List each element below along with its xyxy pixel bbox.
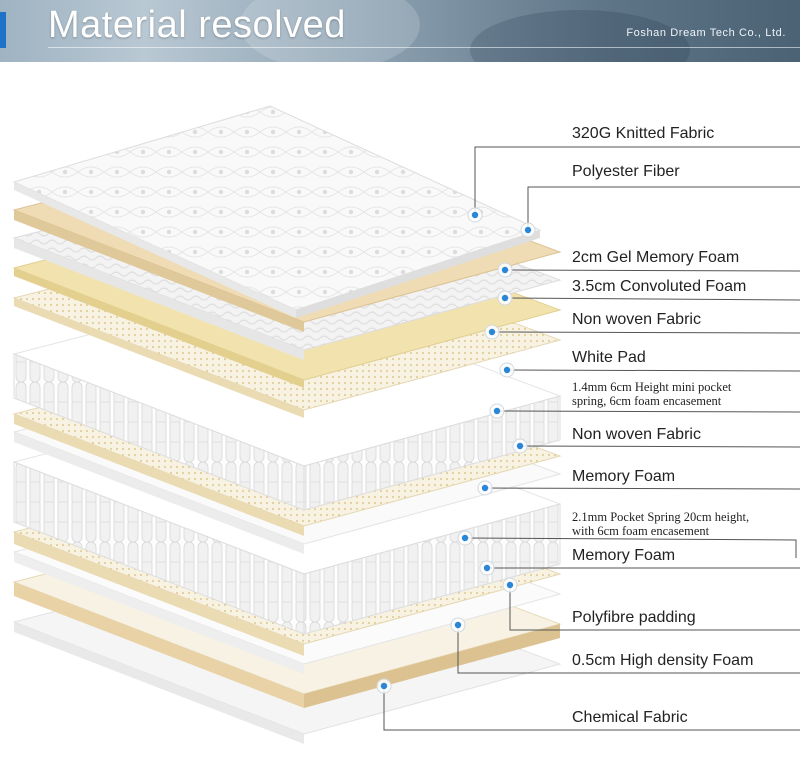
label-white-pad: White Pad <box>572 349 646 366</box>
label-memory-foam-bottom: Memory Foam <box>572 547 676 564</box>
company-name: Foshan Dream Tech Co., Ltd. <box>626 27 786 39</box>
leader-line <box>504 269 800 272</box>
marker-dot <box>501 294 509 302</box>
label-mini-pocket-spring: 1.4mm 6cm Height mini pocket spring, 6cm… <box>572 380 731 408</box>
layer-knitted-fabric <box>12 105 542 318</box>
leader-line <box>509 585 800 631</box>
leader-line <box>474 146 800 215</box>
marker-dot <box>524 226 532 234</box>
label-high-density-foam: 0.5cm High density Foam <box>572 652 754 669</box>
label-convoluted-foam: 3.5cm Convoluted Foam <box>572 278 747 295</box>
marker-dot <box>516 442 524 450</box>
label-non-woven-upper: Non woven Fabric <box>572 311 701 328</box>
label-mini-pocket-spring-line2: spring, 6cm foam encasement <box>572 394 722 408</box>
leader-line <box>491 331 800 334</box>
label-gel-memory-foam: 2cm Gel Memory Foam <box>572 249 740 266</box>
label-pocket-spring-main-line1: 2.1mm Pocket Spring 20cm height, <box>572 510 750 524</box>
leader-line <box>519 445 800 448</box>
marker-dot <box>488 328 496 336</box>
leader-lines <box>383 146 800 731</box>
label-pocket-spring-main-line2: with 6cm foam encasement <box>572 524 710 538</box>
page-title: Material resolved <box>48 4 346 46</box>
leader-line <box>383 686 800 731</box>
leader-line <box>464 537 797 558</box>
label-polyester-fiber: Polyester Fiber <box>572 163 680 180</box>
marker-dots <box>376 207 536 694</box>
label-pocket-spring-main: 2.1mm Pocket Spring 20cm height, with 6c… <box>572 510 749 538</box>
header-banner: Material resolved Foshan Dream Tech Co.,… <box>0 0 800 62</box>
marker-dot <box>493 407 501 415</box>
leader-line <box>506 369 800 372</box>
label-knitted-fabric: 320G Knitted Fabric <box>572 125 715 142</box>
marker-dot <box>501 266 509 274</box>
marker-dot <box>506 581 514 589</box>
marker-dot <box>481 484 489 492</box>
marker-dot <box>503 366 511 374</box>
label-memory-foam-mid: Memory Foam <box>572 468 676 485</box>
marker-dot <box>380 682 388 690</box>
marker-dot <box>461 534 469 542</box>
leader-line <box>504 297 800 301</box>
marker-dot <box>471 211 479 219</box>
marker-dot <box>483 564 491 572</box>
leader-line <box>457 625 800 674</box>
marker-dot <box>454 621 462 629</box>
accent-bar <box>0 12 6 48</box>
title-underline <box>48 47 800 48</box>
label-chemical-fabric: Chemical Fabric <box>572 709 688 726</box>
leader-line <box>527 186 800 230</box>
leader-line <box>496 410 800 413</box>
label-polyfibre-padding: Polyfibre padding <box>572 609 696 626</box>
label-mini-pocket-spring-line1: 1.4mm 6cm Height mini pocket <box>572 380 732 394</box>
label-non-woven-lower: Non woven Fabric <box>572 426 701 443</box>
leader-line <box>484 487 800 490</box>
banner-texture <box>240 0 420 62</box>
mattress-layer-diagram <box>12 105 800 744</box>
